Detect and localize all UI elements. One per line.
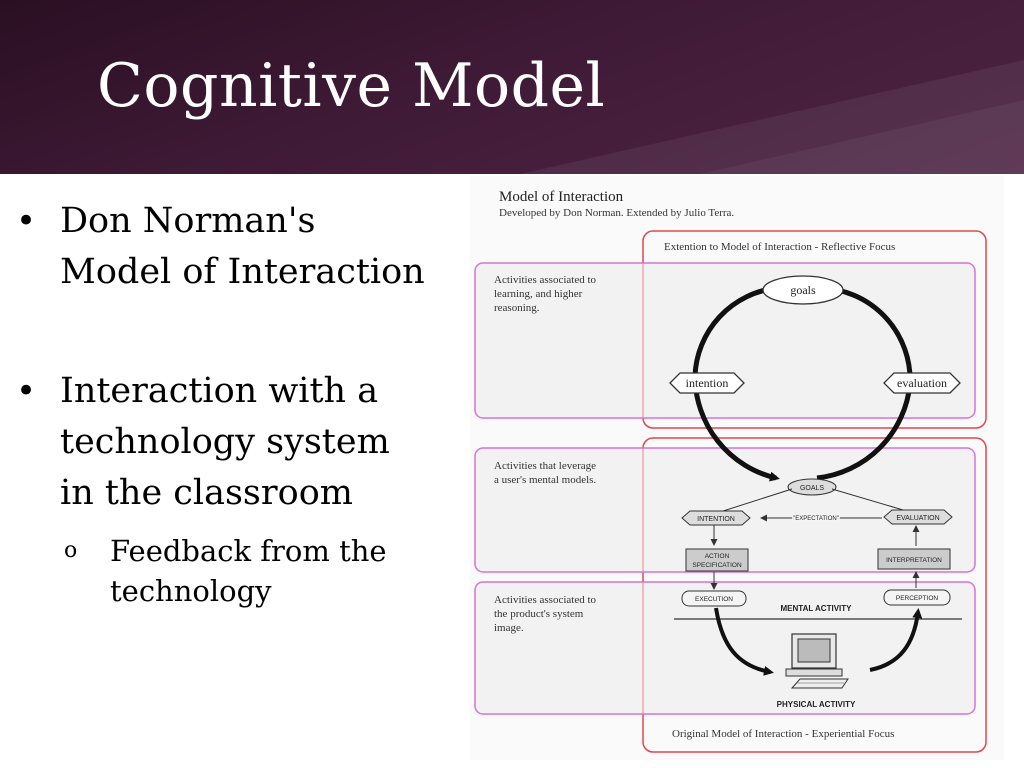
computer-icon bbox=[785, 633, 849, 689]
evaluation-caps-node bbox=[883, 509, 953, 525]
sub-bullet-line: technology bbox=[110, 574, 272, 608]
execution-node bbox=[681, 590, 747, 607]
intention-node bbox=[669, 372, 745, 394]
perception-arrow bbox=[869, 608, 923, 672]
band-system-image bbox=[474, 581, 976, 715]
bullet-item: • Don Norman's Model of Interaction bbox=[14, 196, 425, 298]
action-spec-node bbox=[685, 548, 749, 572]
band-reasoning bbox=[474, 262, 976, 419]
band-text: Activities that leverage bbox=[494, 460, 596, 472]
sub-bullet-line: Feedback from the bbox=[110, 534, 387, 568]
bullet-line: technology system bbox=[60, 422, 390, 462]
physical-activity-label: PHYSICAL ACTIVITY bbox=[777, 700, 856, 709]
bullet-line: Don Norman's bbox=[60, 201, 316, 241]
band-text: Activities associated to bbox=[494, 594, 597, 606]
slide-title: Cognitive Model bbox=[97, 51, 606, 121]
bullet-line: in the classroom bbox=[60, 473, 353, 513]
evaluation-node bbox=[883, 372, 961, 394]
interpretation-label: INTERPRETATION bbox=[886, 557, 942, 564]
diagram-svg: Model of Interaction Developed by Don No… bbox=[474, 189, 987, 753]
band-text: image. bbox=[494, 622, 524, 634]
connector-line bbox=[719, 488, 793, 513]
band-text: reasoning. bbox=[494, 302, 540, 314]
execution-arrow bbox=[714, 607, 774, 676]
evaluation-caps-label: EVALUATION bbox=[896, 515, 939, 522]
action-spec-label: SPECIFICATION bbox=[692, 562, 742, 569]
band-text: learning, and higher bbox=[494, 288, 583, 300]
interaction-model-diagram: Model of Interaction Developed by Don No… bbox=[470, 176, 1004, 760]
reflective-label: Extention to Model of Interaction - Refl… bbox=[664, 241, 895, 253]
diagram-title: Model of Interaction bbox=[499, 189, 624, 205]
sub-bullet-marker: o bbox=[64, 538, 78, 563]
connector-line bbox=[831, 488, 911, 513]
bullet-dot-icon: • bbox=[16, 371, 37, 411]
evaluation-label: evaluation bbox=[897, 376, 947, 390]
execution-label: EXECUTION bbox=[695, 596, 733, 603]
perception-node bbox=[883, 589, 951, 606]
bullet-item: • Interaction with a technology system i… bbox=[14, 366, 390, 519]
bullet-dot-icon: • bbox=[16, 201, 37, 241]
slide-header: Cognitive Model bbox=[0, 0, 1024, 174]
expectation-label: "EXPECTATION" bbox=[793, 516, 839, 522]
goals-label: goals bbox=[790, 283, 816, 297]
header-decoration bbox=[520, 60, 1024, 174]
band-text: the product's system bbox=[494, 608, 584, 620]
goals-caps-label: GOALS bbox=[800, 485, 824, 492]
experiential-label: Original Model of Interaction - Experien… bbox=[672, 728, 894, 740]
band-text: a user's mental models. bbox=[494, 474, 596, 486]
sub-bullet-item: o Feedback from the technology bbox=[60, 531, 450, 611]
goals-node bbox=[762, 275, 844, 305]
action-spec-label: ACTION bbox=[705, 553, 730, 560]
bullet-line: Model of Interaction bbox=[60, 252, 425, 292]
band-text: Activities associated to bbox=[494, 274, 597, 286]
bullet-line: Interaction with a bbox=[60, 371, 379, 411]
interpretation-node bbox=[877, 548, 951, 570]
goals-caps-node bbox=[787, 478, 837, 496]
intention-label: intention bbox=[686, 376, 729, 390]
intention-caps-label: INTENTION bbox=[697, 516, 735, 523]
mental-activity-label: MENTAL ACTIVITY bbox=[781, 604, 853, 613]
diagram-subtitle: Developed by Don Norman. Extended by Jul… bbox=[499, 207, 734, 219]
perception-label: PERCEPTION bbox=[896, 595, 939, 602]
intention-caps-node bbox=[681, 510, 751, 526]
